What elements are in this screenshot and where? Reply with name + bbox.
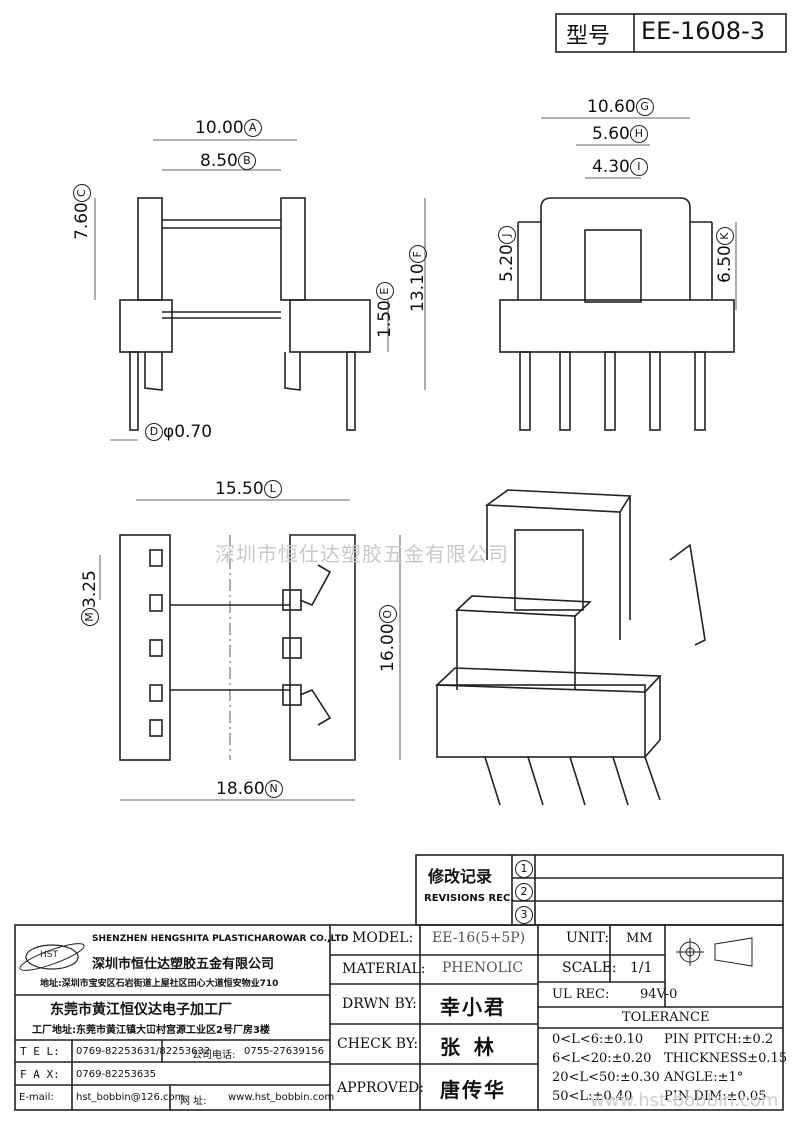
dimension-m: M3.25 [80,570,100,626]
approved-label: APPROVED: [337,1080,424,1096]
front-view [119,197,371,431]
scale-label: SCALE: [562,960,617,976]
revision-2: 2 [515,881,533,901]
tolerance-line-4: 50<L:±0.40 [552,1089,633,1104]
dimension-f: 13.10F [408,245,428,312]
projection-symbol [676,937,753,967]
web-value[interactable]: www.hst_bobbin.com [228,1092,335,1103]
email-label: E-mail: [19,1092,54,1103]
material-label: MATERIAL: [342,961,426,977]
isometric-view [435,489,706,806]
logo-text: HST [40,950,58,960]
material-value: PHENOLIC [442,960,524,976]
revisions-title-cn: 修改记录 [428,867,493,886]
drawn-label: DRWN BY: [342,996,417,1012]
check-label: CHECK BY: [337,1036,419,1052]
tolerance-title: TOLERANCE [622,1010,710,1025]
tolerance-right-1: PIN PITCH:±0.2 [664,1032,774,1047]
dimension-j: 5.20J [497,226,517,282]
model-label: MODEL: [352,930,414,946]
title-block-frame [14,13,787,1111]
fax-value: 0769-82253635 [76,1069,156,1080]
web-label: 网 址: [180,1096,207,1107]
tolerance-line-3: 20<L<50:±0.30 [552,1070,660,1085]
part-number: EE-1608-3 [641,17,765,45]
revision-3: 3 [515,904,533,924]
dimension-e: 1.50E [375,282,395,338]
unit-label: UNIT: [566,930,610,946]
tolerance-line-1: 0<L<6:±0.10 [552,1032,644,1047]
scale-value: 1/1 [630,960,653,976]
company-logo [19,943,85,971]
ul-label: UL REC: [552,987,610,1002]
watermark-text: 深圳市恒仕达塑胶五金有限公司 [215,542,509,566]
check-value: 张 林 [440,1035,494,1059]
company-name-en: SHENZHEN HENGSHITA PLASTICHAROWAR CO.,LT… [92,934,349,944]
dimension-c: 7.60C [72,184,92,240]
unit-value: MM [626,931,653,946]
ul-value: 94V-0 [640,987,678,1002]
factory-name: 东莞市黄江恒仪达电子加工厂 [50,1002,232,1018]
top-view [119,534,356,761]
tel-label: T E L: [20,1045,60,1058]
dimension-o: 16.00O [378,605,398,672]
drawn-value: 幸小君 [440,995,506,1019]
factory-address: 工厂地址:东莞市黄江镇大冚村宫源工业区2号厂房3楼 [32,1025,270,1036]
model-value: EE-16(5+5P) [432,930,526,946]
tolerance-line-2: 6<L<20:±0.20 [552,1051,652,1066]
email-value[interactable]: hst_bobbin@126.com [76,1092,185,1103]
bottom-watermark: www.hst-bobbin.com [590,1090,779,1111]
revisions-title-en: REVISIONS REC. [424,893,515,904]
tolerance-right-2: THICKNESS±0.15 [664,1051,788,1066]
dimension-k: 6.50K [715,227,735,283]
fax-label: F A X: [20,1068,60,1081]
tolerance-right-3: ANGLE:±1° [664,1070,744,1085]
side-view [499,197,735,431]
type-label: 型号 [566,24,611,49]
approved-value: 唐传华 [440,1078,506,1102]
company-tel-label: 公司电话: [192,1050,236,1061]
company-address: 地址:深圳市宝安区石岩街道上屋社区田心大道恒安物业710 [40,979,279,989]
revision-1: 1 [515,858,533,878]
dimension-lines [94,117,737,801]
tolerance-right-4: PIN DIM:±0.05 [664,1089,767,1104]
tel-value: 0769-82253631/82253632 [76,1046,211,1057]
company-tel-value: 0755-27639156 [244,1046,324,1057]
company-name-cn: 深圳市恒仕达塑胶五金有限公司 [92,957,275,972]
